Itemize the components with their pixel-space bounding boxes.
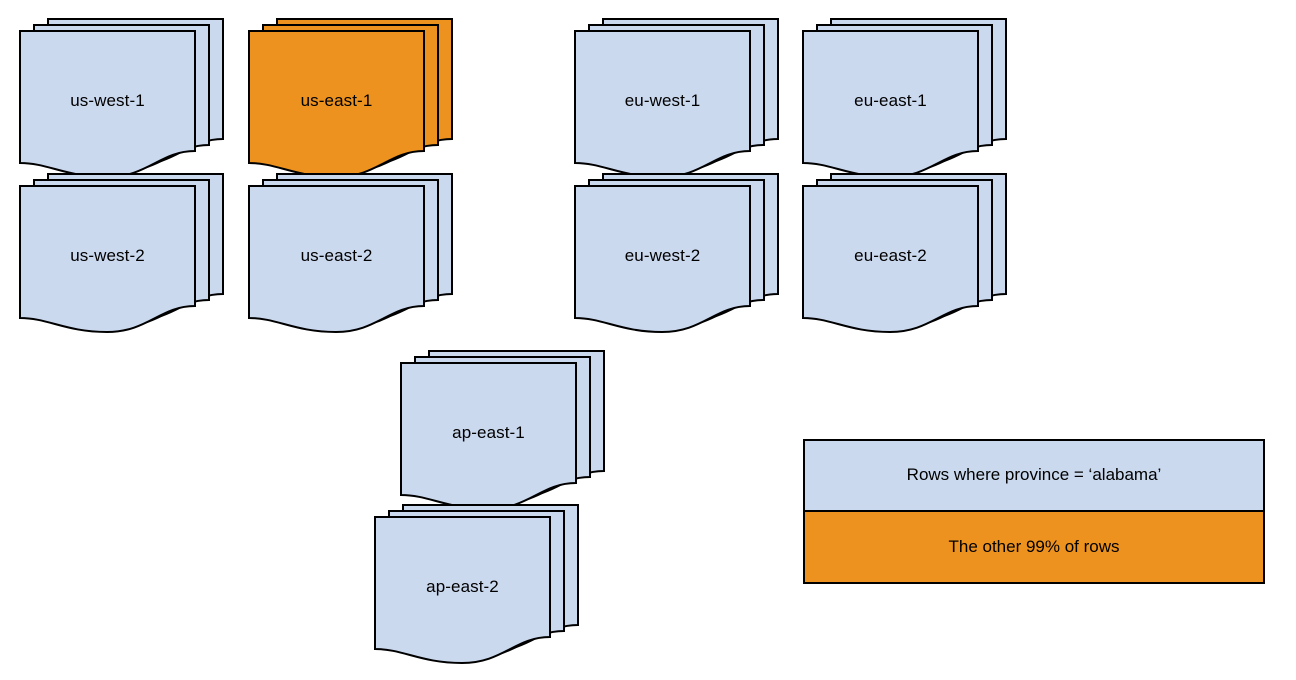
document-stack-ap-east-2[interactable]: ap-east-2 <box>374 503 585 665</box>
document-stack-shape <box>574 173 779 334</box>
document-sheet-front <box>802 185 979 334</box>
document-stack-ap-east-1[interactable]: ap-east-1 <box>400 349 611 511</box>
legend-row-highlight: The other 99% of rows <box>805 511 1263 582</box>
document-stack-shape <box>400 350 605 511</box>
document-stack-shape <box>574 18 779 179</box>
document-stack-eu-west-1[interactable]: eu-west-1 <box>574 17 785 179</box>
document-stack-shape <box>19 18 224 179</box>
document-sheet-front <box>574 185 751 334</box>
document-stack-us-east-1[interactable]: us-east-1 <box>248 17 459 179</box>
document-stack-eu-east-1[interactable]: eu-east-1 <box>802 17 1013 179</box>
document-sheet-front <box>248 30 425 179</box>
document-stack-us-west-2[interactable]: us-west-2 <box>19 172 230 334</box>
document-stack-eu-west-2[interactable]: eu-west-2 <box>574 172 785 334</box>
document-sheet-front <box>248 185 425 334</box>
legend: Rows where province = ‘alabama’ The othe… <box>803 439 1265 584</box>
legend-label-highlight: The other 99% of rows <box>948 536 1120 556</box>
document-stack-eu-east-2[interactable]: eu-east-2 <box>802 172 1013 334</box>
document-sheet-front <box>802 30 979 179</box>
document-stack-shape <box>19 173 224 334</box>
document-stack-us-west-1[interactable]: us-west-1 <box>19 17 230 179</box>
legend-label-primary: Rows where province = ‘alabama’ <box>906 465 1162 485</box>
document-stack-shape <box>248 18 453 179</box>
document-stack-shape <box>248 173 453 334</box>
document-stack-us-east-2[interactable]: us-east-2 <box>248 172 459 334</box>
legend-row-primary: Rows where province = ‘alabama’ <box>805 441 1263 512</box>
document-sheet-front <box>374 516 551 665</box>
document-sheet-front <box>574 30 751 179</box>
document-stack-shape <box>802 173 1007 334</box>
document-stack-shape <box>802 18 1007 179</box>
document-sheet-front <box>19 185 196 334</box>
document-stack-shape <box>374 504 579 665</box>
document-sheet-front <box>400 362 577 511</box>
document-sheet-front <box>19 30 196 179</box>
